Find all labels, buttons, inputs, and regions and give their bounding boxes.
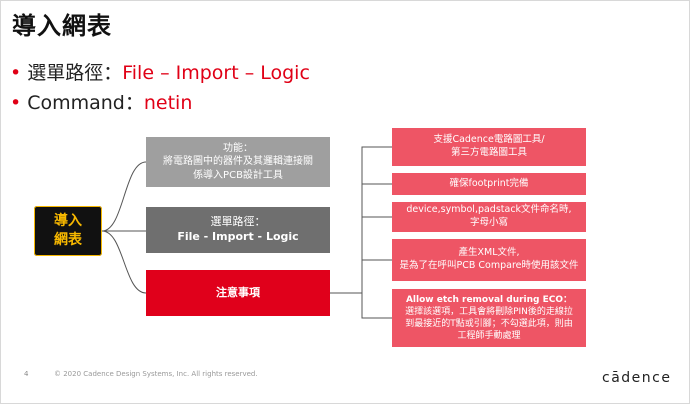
leaf-5-line-2: 選擇該選項，工具會將刪除PIN後的走線拉 bbox=[405, 306, 573, 317]
leaf-support-tools: 支援Cadence電路圖工具/ 第三方電路圖工具 bbox=[392, 128, 586, 166]
connector-leaf-1 bbox=[361, 146, 392, 293]
leaf-xml-file: 產生XML文件, 是為了在呼叫PCB Compare時使用該文件 bbox=[392, 239, 586, 281]
leaf-etch-removal: Allow etch removal during ECO： 選擇該選項，工具會… bbox=[392, 289, 586, 347]
leaf-2-line-1: 確保footprint完備 bbox=[449, 177, 529, 189]
leaf-1-line-1: 支援Cadence電路圖工具/ bbox=[433, 134, 545, 146]
cadence-logo: cādence bbox=[602, 370, 672, 386]
leaf-3-line-1: device,symbol,padstack文件命名時, bbox=[406, 204, 572, 216]
bullet-label: 選單路徑： bbox=[27, 62, 123, 84]
leaf-file-naming: device,symbol,padstack文件命名時, 字母小寫 bbox=[392, 202, 586, 232]
function-line-1: 功能： bbox=[223, 142, 253, 154]
path-line-2: File - Import - Logic bbox=[177, 230, 299, 243]
bullet-dot-icon: • bbox=[10, 62, 22, 84]
bullet-menu-path: •選單路徑：File – Import – Logic bbox=[10, 58, 310, 85]
leaf-4-line-1: 產生XML文件, bbox=[458, 247, 520, 259]
connector-leaf-5 bbox=[361, 293, 392, 319]
bullet-value: netin bbox=[143, 92, 193, 114]
connector-root-note bbox=[101, 230, 147, 294]
function-line-3: 係導入PCB設計工具 bbox=[193, 169, 283, 181]
bullet-dot-icon: • bbox=[10, 92, 22, 114]
connector-root-function bbox=[101, 161, 147, 232]
function-line-2: 將電路圖中的器件及其邏輯連接關 bbox=[163, 156, 313, 168]
bullet-value: File – Import – Logic bbox=[122, 62, 310, 84]
path-line-1: 選單路徑： bbox=[210, 215, 266, 229]
diagram-root-node: 導入 網表 bbox=[34, 206, 102, 256]
leaf-1-line-2: 第三方電路圖工具 bbox=[450, 147, 527, 158]
bullet-command: •Command：netin bbox=[10, 88, 192, 115]
node-function: 功能： 將電路圖中的器件及其邏輯連接關 係導入PCB設計工具 bbox=[146, 137, 330, 187]
root-line-2: 網表 bbox=[54, 232, 82, 248]
notes-label: 注意事項 bbox=[216, 285, 260, 299]
node-notes: 注意事項 bbox=[146, 270, 330, 316]
leaf-footprint: 確保footprint完備 bbox=[392, 173, 586, 195]
page-number: 4 bbox=[24, 370, 29, 378]
page-title: 導入網表 bbox=[12, 12, 112, 40]
leaf-5-line-1: Allow etch removal during ECO： bbox=[405, 294, 573, 305]
bullet-label: Command： bbox=[27, 92, 144, 114]
node-menu-path: 選單路徑： File - Import - Logic bbox=[146, 207, 330, 253]
copyright-text: © 2020 Cadence Design Systems, Inc. All … bbox=[54, 370, 258, 378]
leaf-4-line-2: 是為了在呼叫PCB Compare時使用該文件 bbox=[399, 260, 579, 271]
leaf-5-line-3: 到最接近的T點或引腳；不勾選此項，則由 bbox=[405, 319, 573, 329]
leaf-3-line-2: 字母小寫 bbox=[469, 217, 508, 228]
leaf-5-line-4: 工程師手動處理 bbox=[457, 331, 521, 342]
root-line-1: 導入 bbox=[54, 213, 82, 230]
